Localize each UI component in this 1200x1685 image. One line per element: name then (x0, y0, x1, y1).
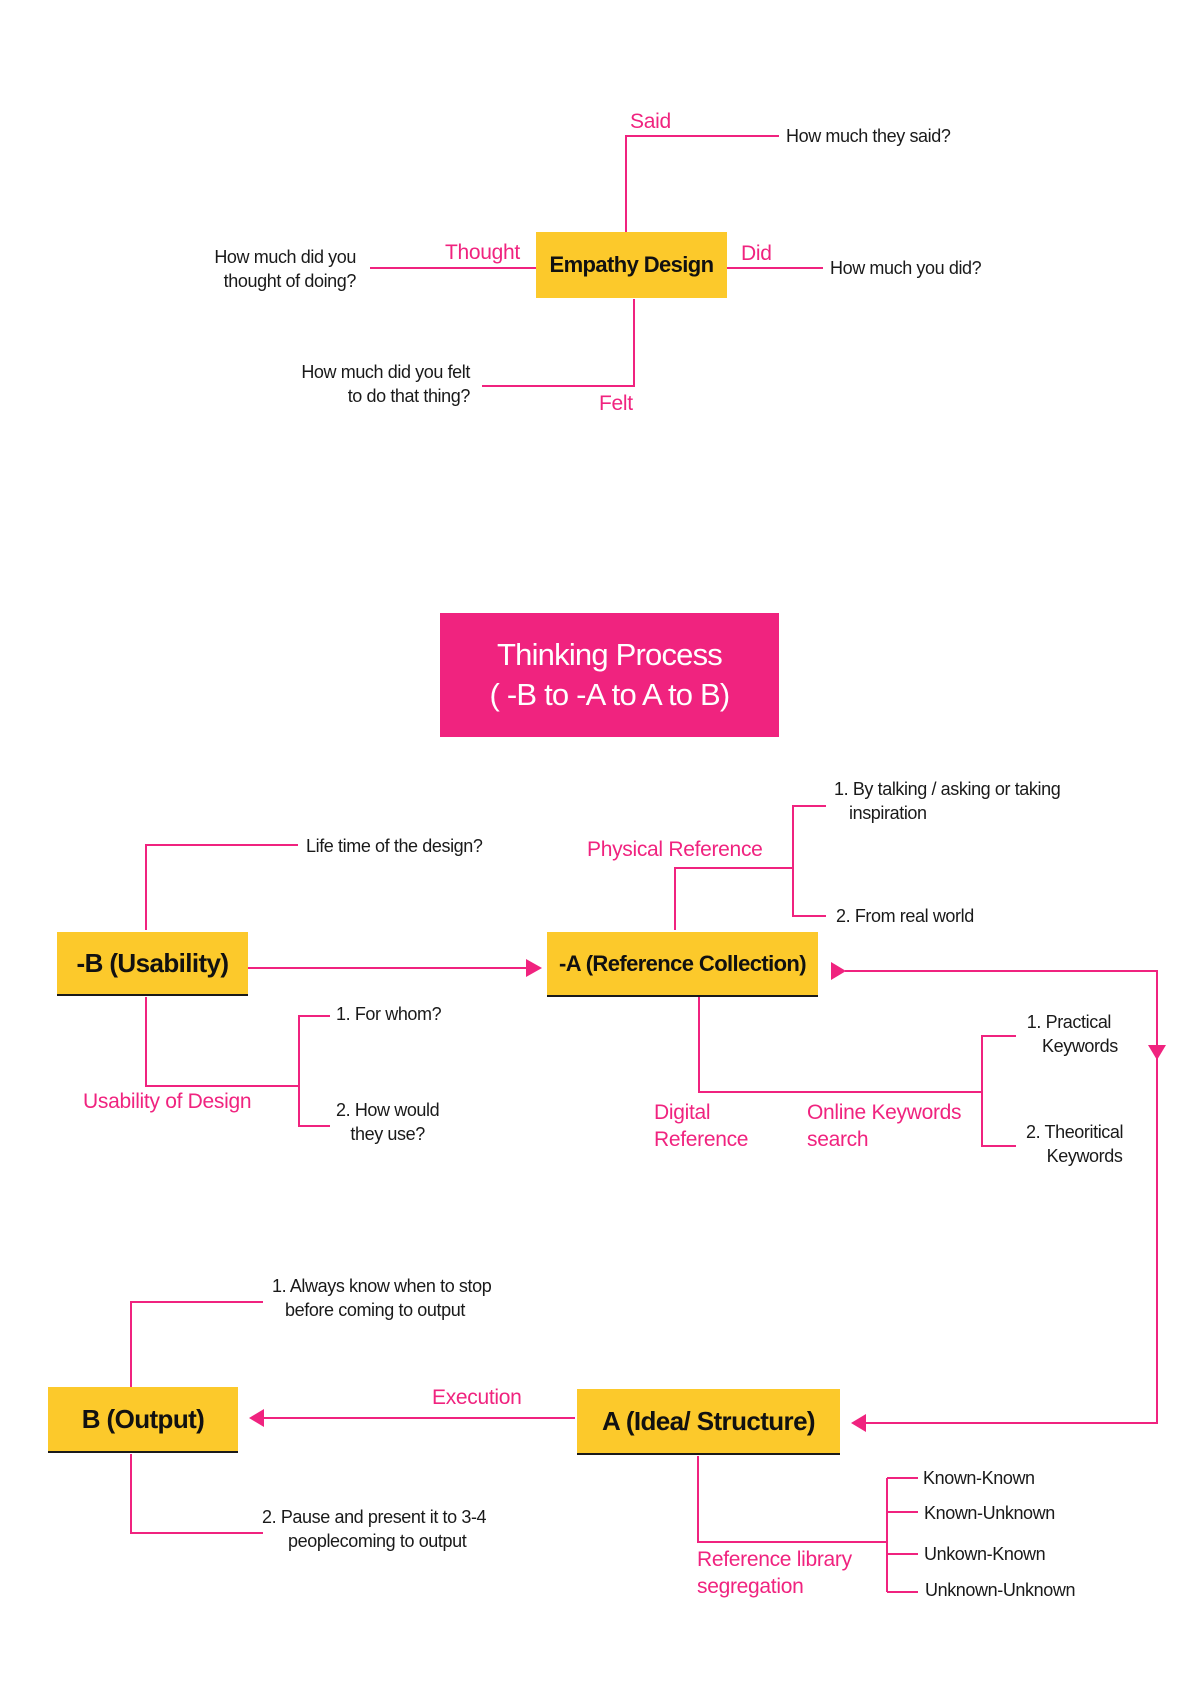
usability-of-design-label: Usability of Design (83, 1090, 252, 1113)
keyword-item-2-line-2: Keywords (1046, 1146, 1123, 1166)
did-label: Did (741, 242, 772, 265)
reference-collection-box: -A (Reference Collection) (547, 932, 818, 997)
physical-reference-label: Physical Reference (587, 838, 763, 861)
category-known-known: Known-Known (923, 1468, 1035, 1488)
physical-item-1-line-1: 1. By talking / asking or taking (834, 779, 1061, 799)
empathy-design-label: Empathy Design (549, 252, 715, 277)
felt-question-line-2: to do that thing? (347, 386, 471, 406)
usability-items-bracket (298, 1015, 330, 1127)
output-item-2-line-2: peoplecoming to output (288, 1531, 467, 1551)
output-box: B (Output) (48, 1387, 238, 1453)
thinking-process-title: Thinking Process ( -B to -A to A to B) (440, 613, 779, 737)
reference-library-line-1: Reference library (697, 1548, 852, 1571)
keyword-item-1: 1. Practical Keywords (1020, 1010, 1118, 1058)
online-keywords-label: Online Keywords search (807, 1099, 962, 1153)
reference-to-idea-loop (845, 970, 1158, 1424)
reference-collection-box-label: -A (Reference Collection) (558, 950, 807, 976)
arrowhead-to-output (249, 1409, 264, 1427)
category-known-unknown: Known-Unknown (924, 1503, 1055, 1523)
thought-label: Thought (445, 241, 520, 264)
arrowhead-to-reference (526, 959, 542, 977)
output-item-1-line-1: 1. Always know when to stop (272, 1276, 492, 1296)
usability-box: -B (Usability) (57, 932, 248, 996)
arrowhead-to-idea (851, 1414, 866, 1432)
felt-question-line-1: How much did you felt (301, 362, 470, 382)
idea-structure-box-label: A (Idea/ Structure) (601, 1405, 816, 1436)
thought-question: How much did you thought of doing? (214, 245, 356, 293)
digital-reference-label: Digital Reference (654, 1099, 749, 1153)
felt-question: How much did you felt to do that thing? (301, 360, 470, 408)
output-item1-connector (130, 1301, 263, 1387)
said-question: How much they said? (786, 126, 951, 146)
felt-label: Felt (599, 392, 633, 415)
physical-item-1-line-2: inspiration (849, 803, 927, 823)
library-connector (697, 1456, 887, 1543)
output-item-1: 1. Always know when to stop before comin… (272, 1274, 492, 1322)
lifetime-connector (145, 844, 298, 930)
empathy-design-box: Empathy Design (536, 232, 727, 298)
physical-items-bracket (792, 805, 826, 917)
usability-item-2-line-1: 2. How would (336, 1100, 440, 1120)
thought-question-line-1: How much did you (214, 247, 356, 267)
thinking-title-line-2: ( -B to -A to A to B) (489, 677, 731, 712)
said-label: Said (630, 110, 671, 133)
usability-item-1: 1. For whom? (336, 1004, 442, 1024)
felt-connector (482, 299, 635, 387)
did-question: How much you did? (830, 258, 982, 278)
category-unknown-known: Unkown-Known (924, 1544, 1046, 1564)
physical-item-1: 1. By talking / asking or taking inspira… (834, 777, 1061, 825)
usability-item-2-line-2: they use? (350, 1124, 425, 1144)
online-keywords-line-1: Online Keywords (807, 1101, 962, 1124)
thinking-title-line-1: Thinking Process (497, 637, 723, 672)
output-item-1-line-2: before coming to output (285, 1300, 465, 1320)
keyword-item-2-line-1: 2. Theoritical (1026, 1122, 1124, 1142)
output-item-2-line-1: 2. Pause and present it to 3-4 (262, 1507, 487, 1527)
usability-box-label: -B (Usability) (76, 947, 230, 978)
digital-reference-line-2: Reference (654, 1128, 749, 1151)
keyword-item-1-line-1: 1. Practical (1026, 1012, 1112, 1032)
thought-question-line-2: thought of doing? (223, 271, 357, 291)
reference-library-line-2: segregation (697, 1575, 804, 1598)
usability-of-design-connector (145, 997, 299, 1087)
reference-library-label: Reference library segregation (697, 1546, 852, 1600)
physical-reference-connector (674, 867, 793, 930)
output-item2-connector (130, 1454, 263, 1534)
arrowhead-down-loop (1148, 1045, 1166, 1060)
arrowhead-from-reference (831, 962, 846, 980)
output-box-label: B (Output) (81, 1403, 205, 1434)
keyword-item-2: 2. Theoritical Keywords (1026, 1120, 1124, 1168)
physical-item-2: 2. From real world (836, 906, 974, 926)
online-keywords-line-2: search (807, 1128, 869, 1151)
digital-reference-connector (698, 997, 982, 1093)
lifetime-text: Life time of the design? (306, 836, 483, 856)
keywords-bracket (981, 1035, 1016, 1147)
category-unknown-unknown: Unknown-Unknown (925, 1580, 1076, 1600)
idea-structure-box: A (Idea/ Structure) (577, 1389, 840, 1455)
usability-item-2: 2. How would they use? (336, 1098, 440, 1146)
execution-label: Execution (432, 1386, 522, 1409)
keyword-item-1-line-2: Keywords (1042, 1036, 1118, 1056)
output-item-2: 2. Pause and present it to 3-4 peoplecom… (262, 1505, 487, 1553)
digital-reference-line-1: Digital (654, 1101, 711, 1124)
said-connector (625, 135, 779, 232)
